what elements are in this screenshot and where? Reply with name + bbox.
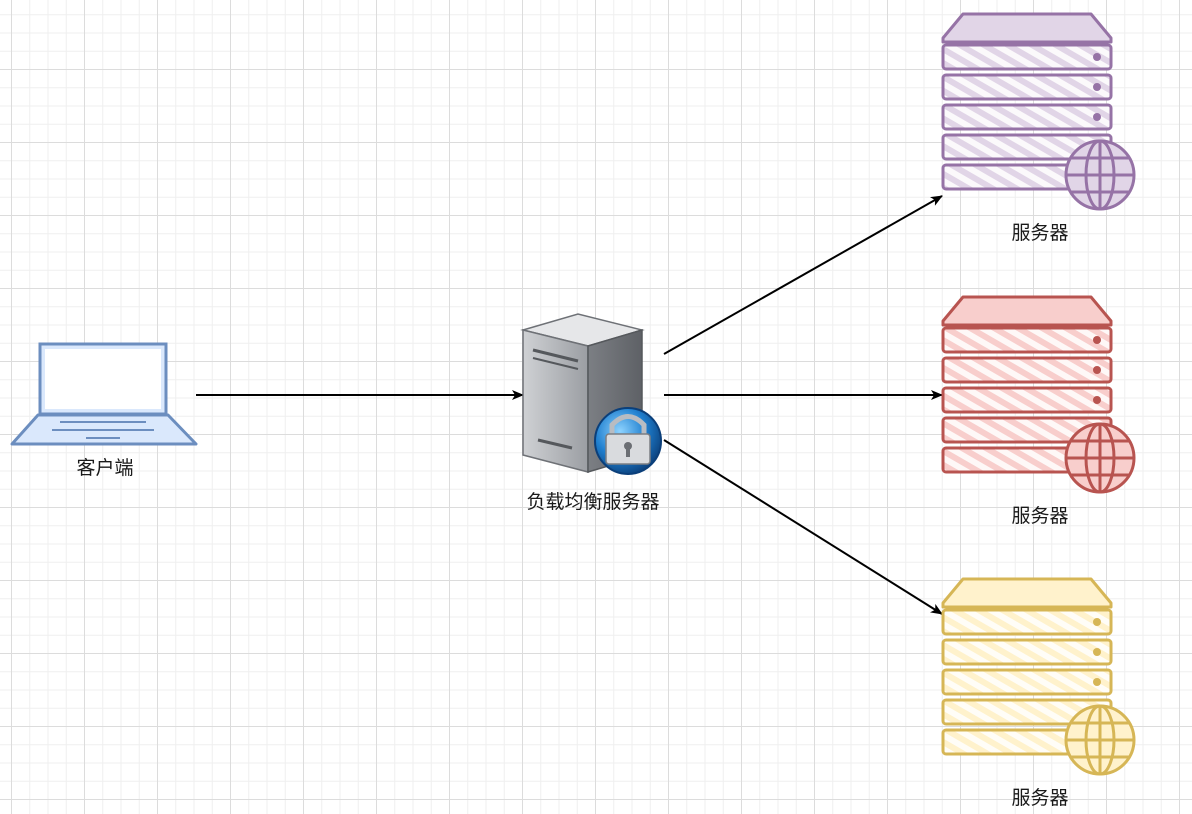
edges <box>196 195 943 615</box>
server-3-label: 服务器 <box>1011 787 1069 809</box>
web-server-icon[interactable] <box>941 295 1136 494</box>
server-1-label: 服务器 <box>1011 222 1069 244</box>
load-balancer-label: 负载均衡服务器 <box>526 491 660 513</box>
secure-server-icon[interactable] <box>520 313 662 475</box>
web-server-icon[interactable] <box>941 12 1136 211</box>
edge-load-balancer-to-server-3[interactable] <box>663 439 943 615</box>
web-server-icon[interactable] <box>941 577 1136 776</box>
laptop-icon[interactable] <box>10 342 198 446</box>
server-2-label: 服务器 <box>1011 505 1069 527</box>
client-label: 客户端 <box>76 457 134 479</box>
edge-load-balancer-to-server-1[interactable] <box>663 195 943 355</box>
